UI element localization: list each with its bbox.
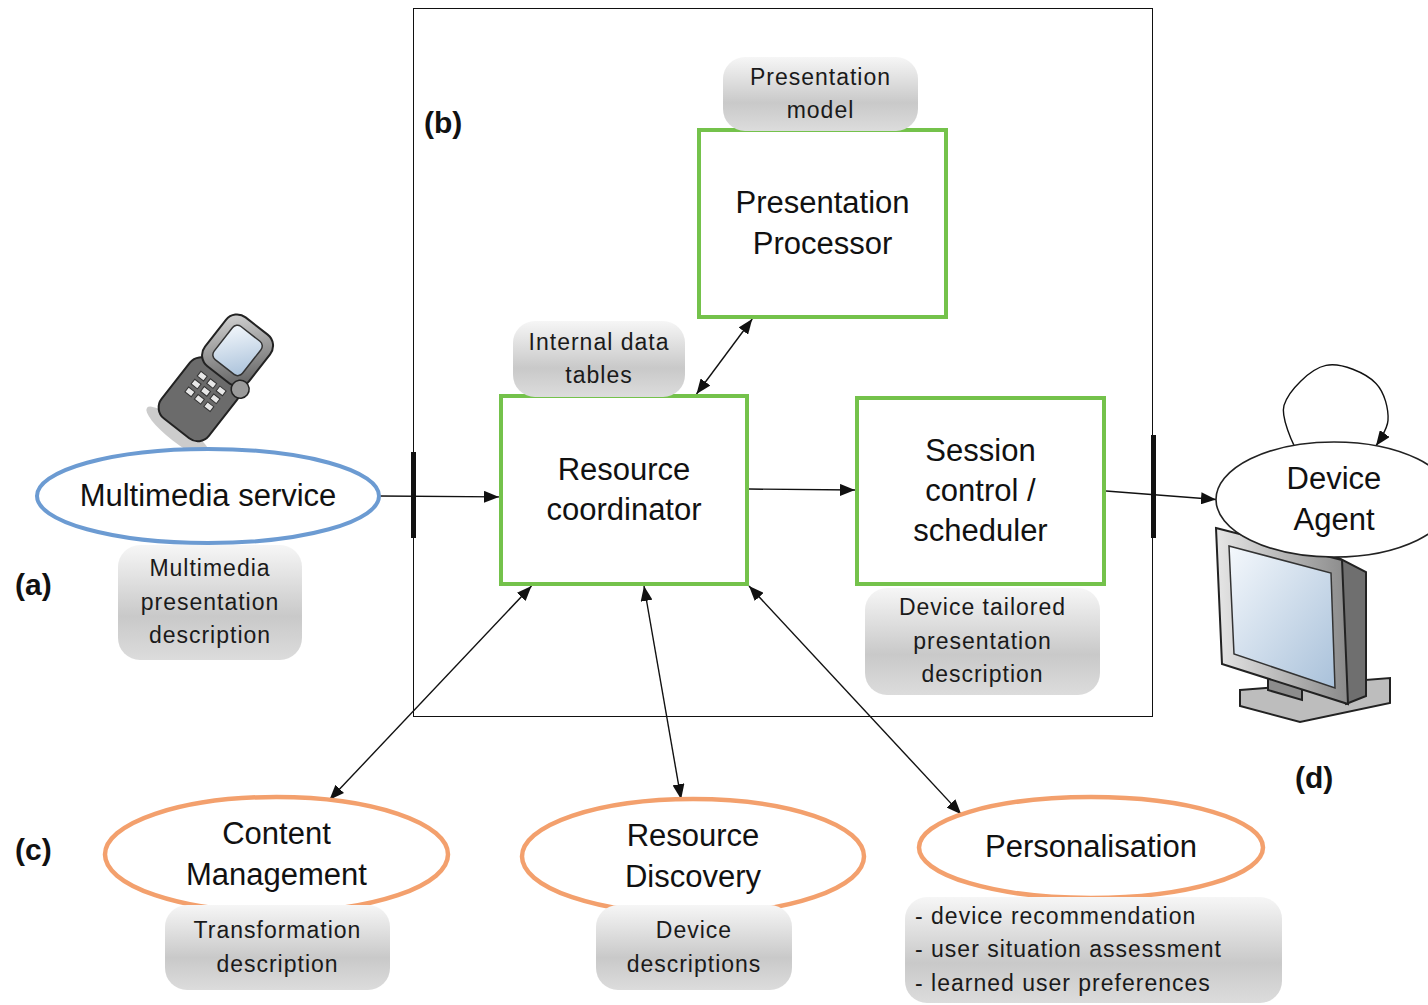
note-text: Multimedia presentation description bbox=[126, 552, 294, 652]
node-title: Content Management bbox=[158, 814, 395, 895]
node-title: Resource Discovery bbox=[575, 816, 811, 897]
flow-arrow bbox=[749, 489, 855, 490]
ellipse-outline bbox=[520, 797, 866, 916]
note-pill: Presentation model bbox=[723, 57, 918, 131]
service-ellipse: Device Agent bbox=[1214, 440, 1428, 559]
note-text: Device tailored presentation description bbox=[873, 591, 1092, 691]
service-ellipse: Multimedia serviceMultimedia presentatio… bbox=[35, 447, 381, 545]
flow-arrow bbox=[329, 586, 531, 800]
flow-arrow bbox=[379, 495, 499, 497]
note-text: - learned user preferences bbox=[915, 967, 1211, 1000]
note-text: Presentation model bbox=[731, 61, 910, 128]
section-label: (a) bbox=[15, 567, 52, 603]
service-ellipse: Resource DiscoveryDevice descriptions bbox=[520, 797, 866, 916]
section-label: (c) bbox=[15, 832, 52, 868]
node-title: Resource coordinator bbox=[523, 450, 725, 531]
node-text-area: Session control / scheduler bbox=[859, 400, 1102, 582]
note-text: - user situation assessment bbox=[915, 933, 1222, 966]
service-ellipse: Content ManagementTransformation descrip… bbox=[103, 795, 450, 914]
note-pill: Transformation description bbox=[165, 905, 390, 990]
note-pill: Device descriptions bbox=[596, 905, 792, 990]
note-text: Transformation description bbox=[173, 914, 382, 981]
note-pill: Internal data tables bbox=[513, 321, 685, 397]
phone-icon bbox=[141, 304, 291, 465]
note-pill: Device tailored presentation description bbox=[865, 588, 1100, 695]
port-bar bbox=[1151, 435, 1156, 538]
node-title: Presentation Processor bbox=[721, 183, 924, 264]
process-box: Presentation ProcessorPresentation model bbox=[697, 128, 948, 319]
note-text: Device descriptions bbox=[604, 914, 784, 981]
flow-arrow bbox=[644, 586, 681, 799]
node-text-area: Content Management bbox=[103, 795, 450, 914]
ellipse-outline bbox=[103, 795, 450, 914]
note-text: Internal data tables bbox=[521, 326, 677, 393]
flow-arrow bbox=[1106, 491, 1216, 500]
note-pill: - device recommendation- user situation … bbox=[905, 897, 1282, 1003]
flow-arrow bbox=[697, 319, 753, 394]
node-title: Device Agent bbox=[1259, 459, 1409, 540]
node-text-area: Resource coordinator bbox=[503, 398, 745, 582]
node-text-area: Presentation Processor bbox=[701, 132, 944, 315]
node-title: Session control / scheduler bbox=[884, 431, 1077, 552]
node-title: Personalisation bbox=[985, 827, 1197, 867]
node-text-area: Multimedia service bbox=[35, 447, 381, 545]
node-title: Multimedia service bbox=[80, 476, 337, 516]
system-boundary: (b)Presentation ProcessorPresentation mo… bbox=[413, 8, 1153, 717]
node-text-area: (b) bbox=[424, 105, 462, 141]
part-label: (b) bbox=[424, 105, 462, 141]
self-loop-arrow bbox=[1283, 365, 1388, 446]
section-label: (d) bbox=[1295, 760, 1333, 796]
ellipse-outline bbox=[1214, 440, 1428, 559]
service-ellipse: Personalisation- device recommendation- … bbox=[917, 795, 1265, 900]
node-text-area: Personalisation bbox=[917, 795, 1265, 900]
process-box: Session control / schedulerDevice tailor… bbox=[855, 396, 1106, 586]
node-text-area: Device Agent bbox=[1214, 440, 1428, 559]
note-pill: Multimedia presentation description bbox=[118, 545, 302, 660]
process-box: Resource coordinatorInternal data tables bbox=[499, 394, 749, 586]
note-text: - device recommendation bbox=[915, 900, 1196, 933]
node-text-area: Resource Discovery bbox=[520, 797, 866, 916]
